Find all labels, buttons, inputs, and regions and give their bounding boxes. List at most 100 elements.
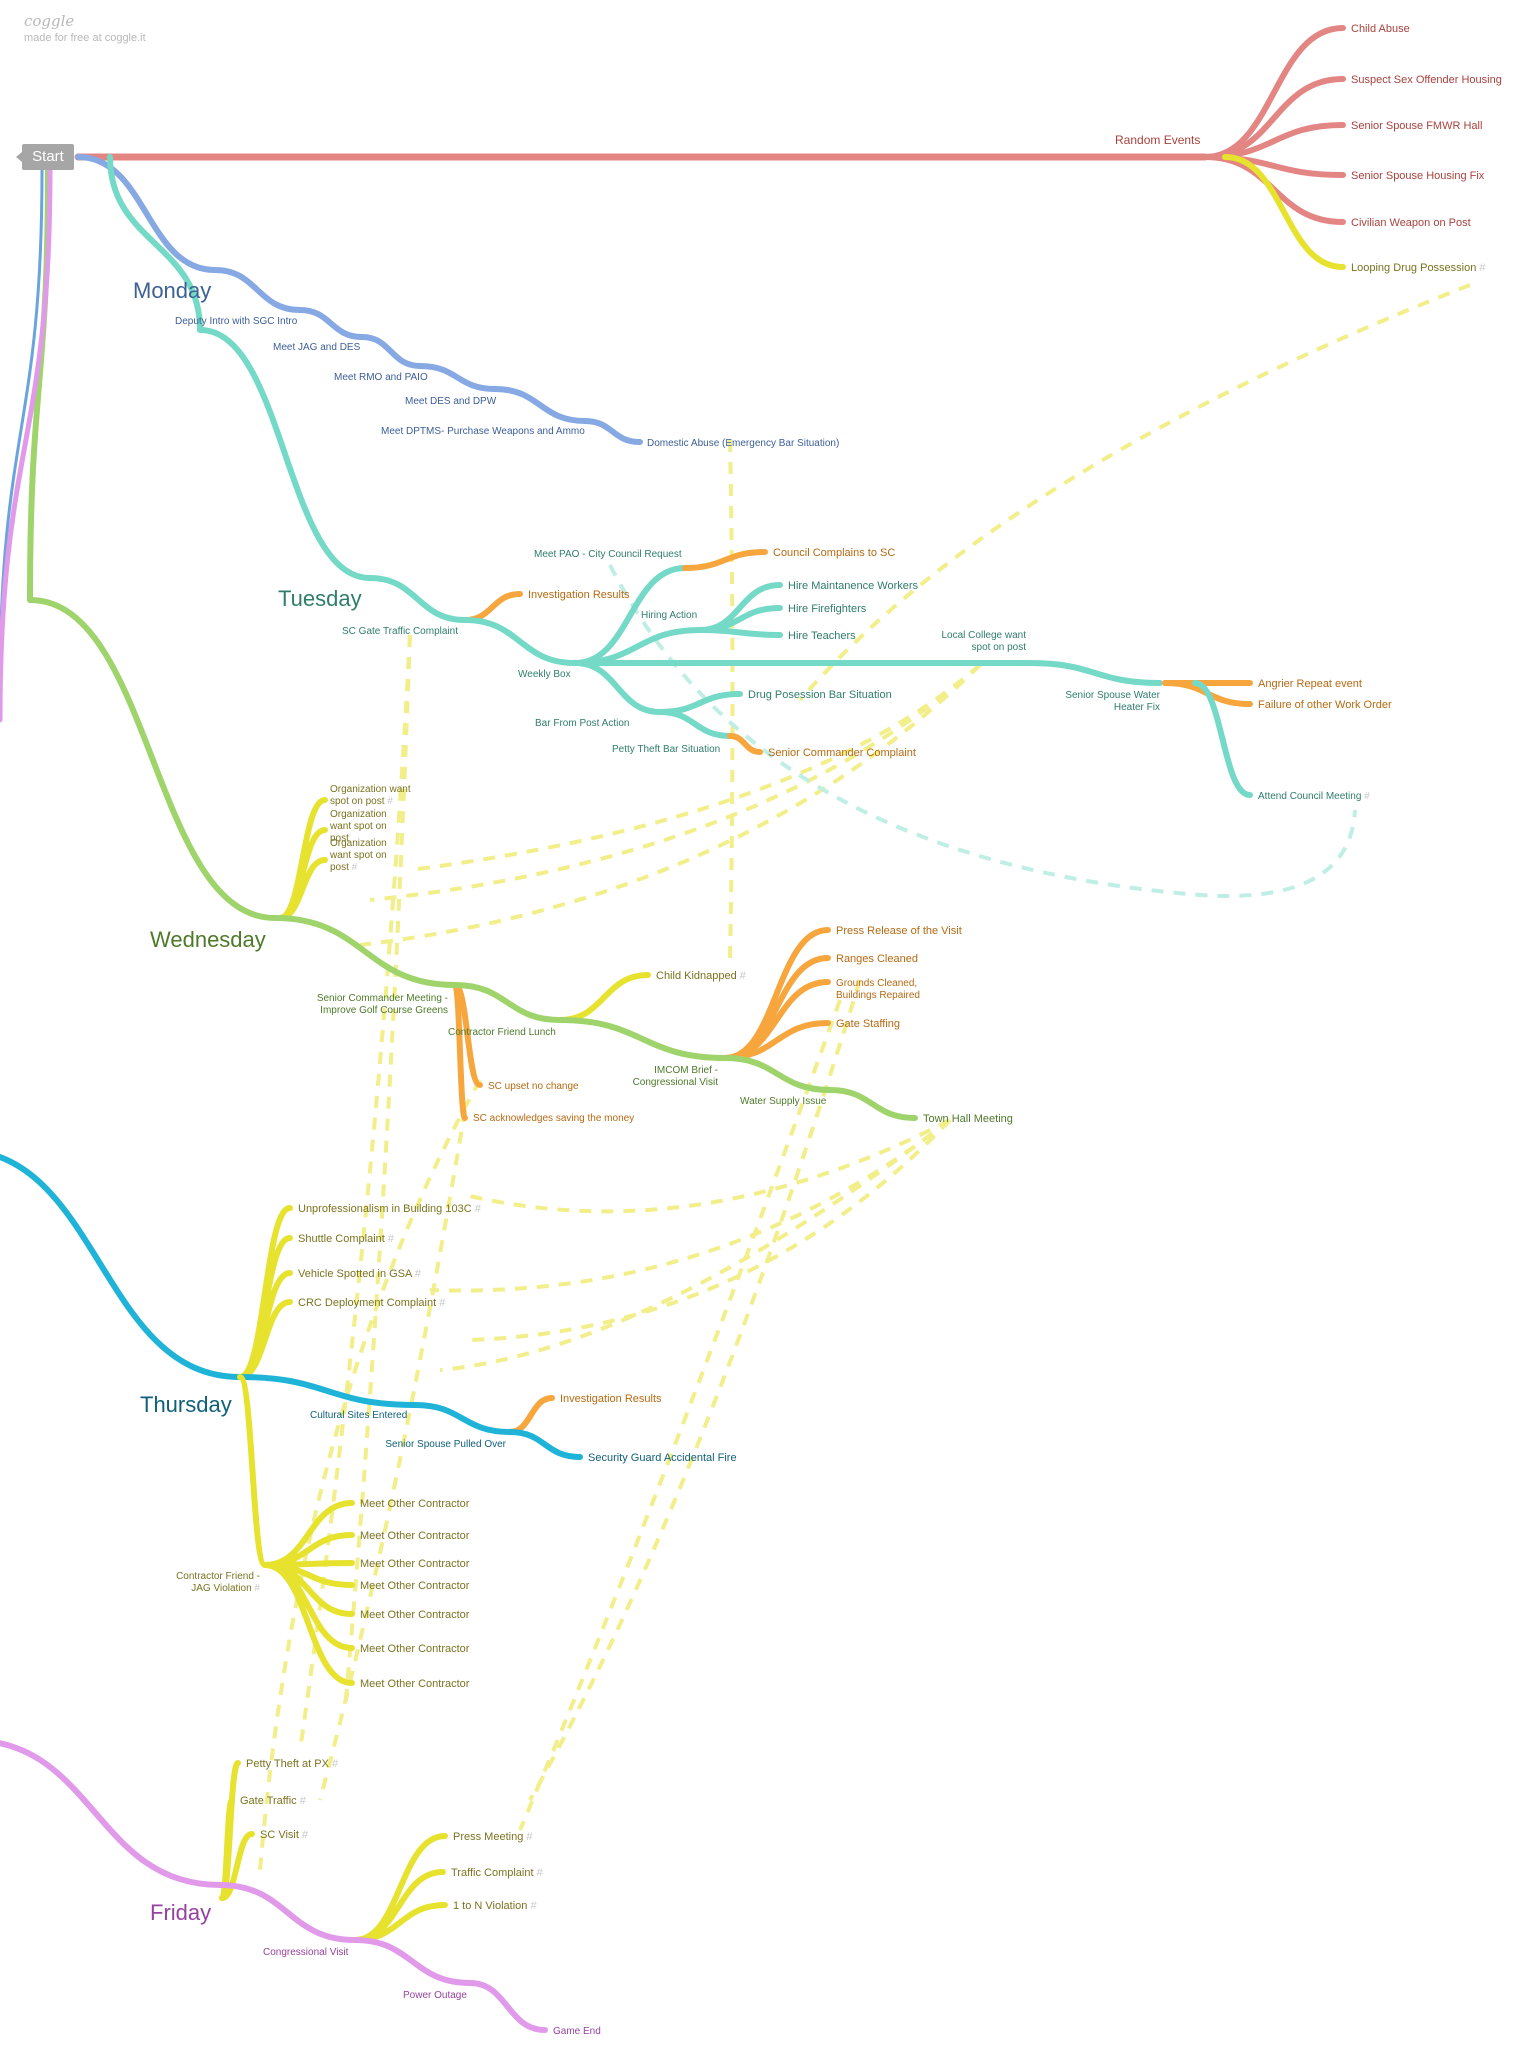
meet-dptms[interactable]: Meet DPTMS- Purchase Weapons and Ammo xyxy=(381,426,585,437)
meet-other-contractor-6[interactable]: Meet Other Contractor xyxy=(360,1643,470,1655)
sc-visit[interactable]: SC Visit # xyxy=(260,1829,309,1841)
monday-5 xyxy=(492,386,588,424)
ranges-cleaned[interactable]: Ranges Cleaned xyxy=(836,953,918,965)
meet-jag-des[interactable]: Meet JAG and DES xyxy=(273,342,361,353)
sc-gate-traffic[interactable]: SC Gate Traffic Complaint xyxy=(342,626,458,637)
domestic-abuse[interactable]: Domestic Abuse (Emergency Bar Situation) xyxy=(647,438,839,449)
hire-teachers[interactable]: Hire Teachers xyxy=(788,630,856,642)
vehicle-gsa[interactable]: Vehicle Spotted in GSA # xyxy=(298,1268,422,1280)
hire-firefighters[interactable]: Hire Firefighters xyxy=(788,603,867,615)
crosslink-14 xyxy=(258,1079,482,1871)
tuesday-2 xyxy=(462,617,578,666)
crc-deployment[interactable]: CRC Deployment Complaint # xyxy=(298,1297,446,1309)
grounds-cleaned[interactable]: Grounds Cleaned,Buildings Repaired xyxy=(836,978,920,1001)
civilian-weapon[interactable]: Civilian Weapon on Post xyxy=(1351,217,1471,229)
meet-other-contractor-3[interactable]: Meet Other Contractor xyxy=(360,1558,470,1570)
trunk-friday-b xyxy=(0,1740,223,1888)
gate-traffic[interactable]: Gate Traffic # xyxy=(240,1795,307,1807)
meet-other-contractor-7[interactable]: Meet Other Contractor xyxy=(360,1678,470,1690)
trunk-tuesday-b xyxy=(197,327,373,581)
meet-rmo-paio[interactable]: Meet RMO and PAIO xyxy=(334,372,428,383)
gate-staffing[interactable]: Gate Staffing xyxy=(836,1018,900,1030)
day-wednesday[interactable]: Wednesday xyxy=(150,927,266,952)
crosslink-3 xyxy=(369,663,982,902)
angrier-repeat[interactable]: Angrier Repeat event xyxy=(1258,678,1362,690)
branch-sc-visit xyxy=(219,1831,255,1901)
power-outage[interactable]: Power Outage xyxy=(403,1990,467,2001)
branch-council-complains xyxy=(682,549,768,571)
crosslink-8 xyxy=(528,979,862,1801)
investigation-results-2[interactable]: Investigation Results xyxy=(560,1393,662,1405)
game-end[interactable]: Game End xyxy=(553,2026,601,2037)
meet-other-contractor-1[interactable]: Meet Other Contractor xyxy=(360,1498,470,1510)
security-guard[interactable]: Security Guard Accidental Fire xyxy=(588,1452,737,1464)
cultural-sites[interactable]: Cultural Sites Entered xyxy=(310,1410,407,1421)
sc-acknowledges[interactable]: SC acknowledges saving the money xyxy=(473,1113,634,1124)
thu-1 xyxy=(237,1374,418,1408)
meet-pao[interactable]: Meet PAO - City Council Request xyxy=(534,549,682,560)
trunk-monday xyxy=(75,154,218,273)
traffic-complaint[interactable]: Traffic Complaint # xyxy=(451,1867,544,1879)
golf-course[interactable]: Senior Commander Meeting -Improve Golf C… xyxy=(317,993,448,1016)
senior-spouse-pulled-over[interactable]: Senior Spouse Pulled Over xyxy=(385,1439,506,1450)
petty-theft-px[interactable]: Petty Theft at PX # xyxy=(246,1758,339,1770)
shuttle-complaint[interactable]: Shuttle Complaint # xyxy=(298,1233,395,1245)
weekly-box[interactable]: Weekly Box xyxy=(518,669,571,680)
tuesday-water xyxy=(1027,660,1163,686)
deputy-intro[interactable]: Deputy Intro with SGC Intro xyxy=(175,316,298,327)
crosslink-10 xyxy=(464,1118,951,1214)
water-supply[interactable]: Water Supply Issue xyxy=(740,1096,827,1107)
day-thursday[interactable]: Thursday xyxy=(140,1392,232,1417)
bar-from-post[interactable]: Bar From Post Action xyxy=(535,718,629,729)
crosslink-9 xyxy=(518,999,842,1831)
monday-3 xyxy=(359,334,423,369)
branch-child-abuse xyxy=(1202,25,1346,160)
contractor-jag[interactable]: Contractor Friend -JAG Violation # xyxy=(176,1571,260,1594)
contractor-lunch[interactable]: Contractor Friend Lunch xyxy=(448,1027,556,1038)
branch-drug-possession-bar xyxy=(657,691,743,715)
fmwr-hall[interactable]: Senior Spouse FMWR Hall xyxy=(1351,120,1482,132)
press-release[interactable]: Press Release of the Visit xyxy=(836,925,962,937)
child-abuse[interactable]: Child Abuse xyxy=(1351,23,1410,35)
sc-upset[interactable]: SC upset no change xyxy=(488,1081,579,1092)
petty-theft-bar[interactable]: Petty Theft Bar Situation xyxy=(612,744,720,755)
random-events[interactable]: Random Events xyxy=(1115,133,1200,147)
meet-des-dpw[interactable]: Meet DES and DPW xyxy=(405,396,497,407)
town-hall[interactable]: Town Hall Meeting xyxy=(923,1113,1013,1125)
hire-maintenance[interactable]: Hire Maintanence Workers xyxy=(788,580,919,592)
housing-fix[interactable]: Senior Spouse Housing Fix xyxy=(1351,170,1485,182)
sex-offender-housing[interactable]: Suspect Sex Offender Housing xyxy=(1351,74,1502,86)
press-meeting[interactable]: Press Meeting # xyxy=(453,1831,533,1843)
trunk-tuesday-a xyxy=(107,154,203,333)
sc-complaint[interactable]: Senior Commander Complaint xyxy=(768,747,916,759)
investigation-results-1[interactable]: Investigation Results xyxy=(528,589,630,601)
meet-other-contractor-4[interactable]: Meet Other Contractor xyxy=(360,1580,470,1592)
one-to-n[interactable]: 1 to N Violation # xyxy=(453,1900,537,1912)
day-friday[interactable]: Friday xyxy=(150,1900,211,1925)
fri-3 xyxy=(467,1980,548,2033)
crosslink-12 xyxy=(469,1118,952,1342)
imcom-brief[interactable]: IMCOM Brief -Congressional Visit xyxy=(633,1065,719,1088)
congressional-visit[interactable]: Congressional Visit xyxy=(263,1947,349,1958)
council-complains[interactable]: Council Complains to SC xyxy=(773,547,895,559)
root-node-start[interactable]: Start xyxy=(16,144,74,170)
drug-possession-bar[interactable]: Drug Posession Bar Situation xyxy=(748,689,892,701)
meet-other-contractor-5[interactable]: Meet Other Contractor xyxy=(360,1609,470,1621)
day-tuesday[interactable]: Tuesday xyxy=(278,586,362,611)
wed-3 xyxy=(557,1017,728,1061)
day-monday[interactable]: Monday xyxy=(133,278,211,303)
unprofessionalism[interactable]: Unprofessionalism in Building 103C # xyxy=(298,1203,482,1215)
meet-other-contractor-2[interactable]: Meet Other Contractor xyxy=(360,1530,470,1542)
looping-drug-possession[interactable]: Looping Drug Possession # xyxy=(1351,262,1486,274)
hiring-action[interactable]: Hiring Action xyxy=(641,610,697,621)
child-kidnapped[interactable]: Child Kidnapped # xyxy=(656,970,747,982)
crosslink-7 xyxy=(318,1109,467,1801)
attend-council[interactable]: Attend Council Meeting # xyxy=(1258,791,1370,802)
failure-work-order[interactable]: Failure of other Work Order xyxy=(1258,699,1392,711)
